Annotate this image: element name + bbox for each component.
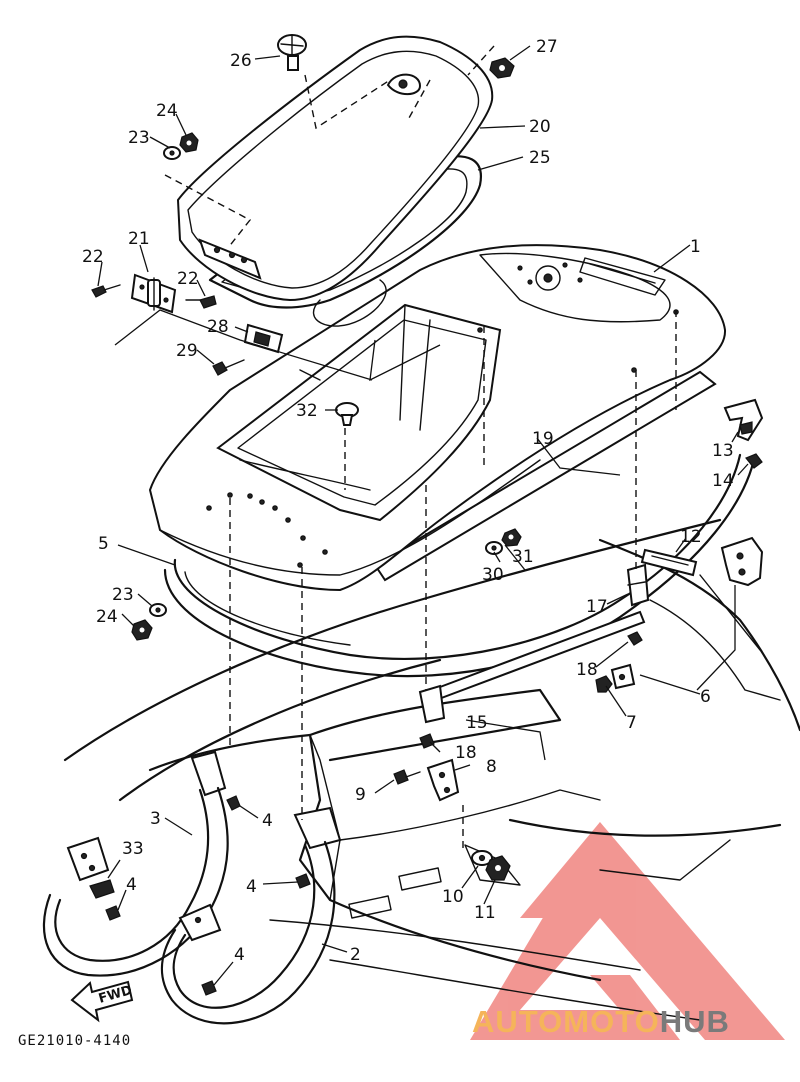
watermark-part2: MOTO xyxy=(563,1004,659,1039)
latch-28 xyxy=(243,323,284,354)
nut-24b xyxy=(131,619,153,641)
nut-27 xyxy=(489,57,515,79)
callout-23b: 23 xyxy=(112,585,134,605)
callout-21: 21 xyxy=(128,229,150,249)
plug-32 xyxy=(335,402,359,426)
callout-13: 13 xyxy=(712,441,734,461)
bolt-18b xyxy=(419,733,435,749)
washer-10 xyxy=(471,850,493,866)
main-engine-cover xyxy=(148,244,727,592)
assembly-lines xyxy=(164,45,677,850)
nut-7 xyxy=(595,675,613,693)
svg-text:AUTOMOTOHUB: AUTOMOTOHUB xyxy=(472,1004,730,1039)
callout-14: 14 xyxy=(712,471,734,491)
bolt-18a xyxy=(627,631,643,646)
callout-15: 15 xyxy=(466,713,488,733)
watermark-part1: AUTO xyxy=(472,1004,563,1039)
callout-19: 19 xyxy=(532,429,554,449)
clip-13 xyxy=(723,398,764,442)
callout-27: 27 xyxy=(536,37,558,57)
stopper-12 xyxy=(640,548,698,577)
trim-strip xyxy=(373,370,717,582)
storage-lid xyxy=(176,35,494,327)
bolt-9 xyxy=(393,769,421,785)
washer-23b xyxy=(149,603,167,617)
callout-32: 32 xyxy=(296,401,318,421)
callout-24a: 24 xyxy=(156,101,178,121)
hinge-21 xyxy=(130,273,177,314)
watermark-part3: HUB xyxy=(660,1004,730,1039)
screw-22a xyxy=(91,284,121,298)
watermark-logo-icon xyxy=(470,822,785,1040)
callout-25: 25 xyxy=(529,148,551,168)
lead-lines xyxy=(97,45,749,986)
callout-33: 33 xyxy=(122,839,144,859)
screw-14 xyxy=(745,453,763,469)
callout-4c: 4 xyxy=(126,875,137,895)
bolt-29 xyxy=(212,359,245,376)
bolt-4d xyxy=(201,980,217,996)
washer-30 xyxy=(485,541,503,555)
callout-18b: 18 xyxy=(455,743,477,763)
callout-26: 26 xyxy=(230,51,252,71)
callout-10: 10 xyxy=(442,887,464,907)
callout-17: 17 xyxy=(586,597,608,617)
watermark-text: AUTOMOTOHUB xyxy=(472,1004,730,1039)
callout-18a: 18 xyxy=(576,660,598,680)
hull-outline xyxy=(63,518,800,1021)
lid-knob-26 xyxy=(277,34,307,71)
callout-4a: 4 xyxy=(262,811,273,831)
bolt-4a xyxy=(226,795,241,811)
callout-24b: 24 xyxy=(96,607,118,627)
callout-7: 7 xyxy=(626,713,637,733)
callout-4b: 4 xyxy=(246,877,257,897)
plate-33 xyxy=(89,879,115,899)
callout-28: 28 xyxy=(207,317,229,337)
bolt-4c xyxy=(105,905,121,921)
callout-1: 1 xyxy=(690,237,701,257)
callout-numbers: 1 2 3 4 4 4 4 5 6 7 8 9 10 11 12 13 14 1… xyxy=(82,37,734,965)
hinge-17 xyxy=(626,563,650,607)
callout-9: 9 xyxy=(355,785,366,805)
handle-2 xyxy=(160,806,342,1025)
callout-22a: 22 xyxy=(82,247,104,267)
callout-29: 29 xyxy=(176,341,198,361)
callout-5: 5 xyxy=(98,534,109,554)
callout-30: 30 xyxy=(482,565,504,585)
callout-3: 3 xyxy=(150,809,161,829)
callout-22b: 22 xyxy=(177,269,199,289)
callout-4d: 4 xyxy=(234,945,245,965)
latch-bracket-6 xyxy=(720,536,764,587)
nut-31 xyxy=(501,528,522,547)
nut-24a xyxy=(179,132,199,153)
drawing-code: GE21010-4140 xyxy=(18,1033,131,1049)
bracket-8 xyxy=(426,758,460,802)
bolt-4b xyxy=(295,873,311,889)
handle-3 xyxy=(42,750,229,977)
washer-23a xyxy=(163,146,181,160)
callout-20: 20 xyxy=(529,117,551,137)
screw-22b xyxy=(185,295,217,309)
callout-23a: 23 xyxy=(128,128,150,148)
callout-8: 8 xyxy=(486,757,497,777)
nut-11 xyxy=(485,855,511,881)
fwd-arrow-icon: FWD xyxy=(70,980,134,1023)
callout-11: 11 xyxy=(474,903,496,923)
callout-6: 6 xyxy=(700,687,711,707)
callout-31: 31 xyxy=(512,547,534,567)
stay-rod-15 xyxy=(418,610,646,724)
callout-2: 2 xyxy=(350,945,361,965)
bracket-7 xyxy=(610,663,636,690)
callout-12: 12 xyxy=(680,527,702,547)
